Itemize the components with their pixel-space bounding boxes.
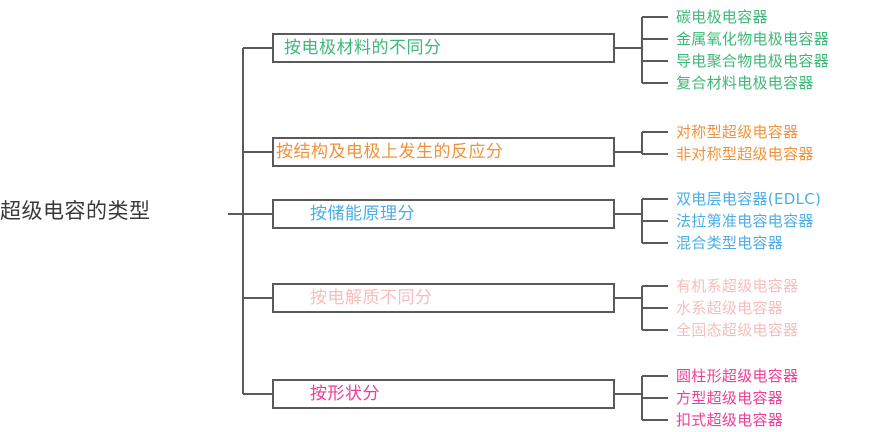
leaf-item[interactable]: 法拉第准电容电容器 (676, 212, 814, 230)
leaf-group-1: 碳电极电容器金属氧化物电极电容器导电聚合物电极电容器复合材料电极电容器 (676, 6, 829, 94)
leaf-item[interactable]: 复合材料电极电容器 (676, 74, 814, 92)
branch-node-4[interactable]: 按电解质不同分 (272, 283, 615, 313)
leaf-item[interactable]: 有机系超级电容器 (676, 277, 799, 295)
branch-node-5[interactable]: 按形状分 (272, 379, 615, 409)
leaf-item[interactable]: 对称型超级电容器 (676, 123, 799, 141)
leaf-group-2: 对称型超级电容器非对称型超级电容器 (676, 121, 814, 165)
branch-node-3[interactable]: 按储能原理分 (272, 199, 615, 229)
branch-label: 按结构及电极上发生的反应分 (276, 141, 504, 162)
leaf-item[interactable]: 圆柱形超级电容器 (676, 367, 799, 385)
leaf-item[interactable]: 水系超级电容器 (676, 299, 784, 317)
leaf-item[interactable]: 方型超级电容器 (676, 389, 784, 407)
leaf-item[interactable]: 全固态超级电容器 (676, 321, 799, 339)
branch-node-1[interactable]: 按电极材料的不同分 (272, 33, 615, 63)
leaf-group-5: 圆柱形超级电容器方型超级电容器扣式超级电容器 (676, 365, 798, 431)
branch-label: 按形状分 (310, 383, 380, 404)
branch-node-2[interactable]: 按结构及电极上发生的反应分 (272, 137, 615, 167)
leaf-item[interactable]: 导电聚合物电极电容器 (676, 52, 830, 70)
leaf-item[interactable]: 双电层电容器(EDLC) (676, 190, 822, 208)
leaf-item[interactable]: 扣式超级电容器 (676, 411, 784, 429)
leaf-item[interactable]: 金属氧化物电极电容器 (676, 30, 830, 48)
branch-label: 按电解质不同分 (310, 287, 433, 308)
leaf-item[interactable]: 非对称型超级电容器 (676, 145, 814, 163)
leaf-group-4: 有机系超级电容器水系超级电容器全固态超级电容器 (676, 275, 798, 341)
root-node-label: 超级电容的类型 (0, 199, 151, 223)
branch-label: 按电极材料的不同分 (284, 37, 442, 58)
branch-label: 按储能原理分 (310, 203, 415, 224)
leaf-item[interactable]: 碳电极电容器 (676, 8, 768, 26)
leaf-item[interactable]: 混合类型电容器 (676, 234, 784, 252)
leaf-group-3: 双电层电容器(EDLC) 法拉第准电容电容器混合类型电容器 (676, 188, 821, 254)
